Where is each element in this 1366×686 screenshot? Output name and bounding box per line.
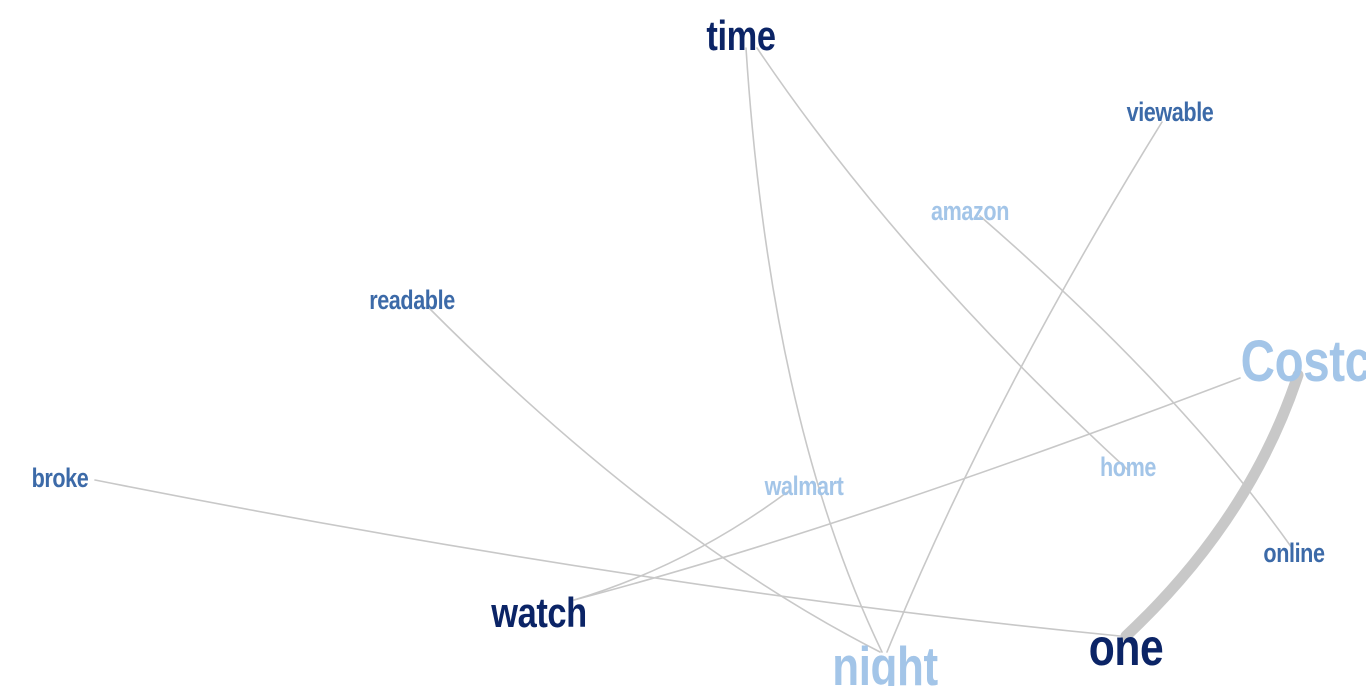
edge-broke-one: [94, 479, 1121, 637]
node-night[interactable]: night: [832, 635, 938, 686]
node-viewable[interactable]: viewable: [1127, 98, 1214, 128]
node-broke[interactable]: broke: [32, 464, 89, 494]
edge-layer: [94, 47, 1304, 653]
edge-viewable-night: [886, 121, 1163, 653]
node-layer: time viewable amazon readableCostco broke wal…: [32, 13, 1366, 686]
node-one[interactable]: one: [1089, 619, 1164, 677]
node-time[interactable]: time: [706, 13, 776, 60]
edge-time-night: [745, 47, 883, 653]
edge-walmart-watch: [573, 489, 791, 601]
node-readable[interactable]: readable: [369, 286, 455, 316]
node-costco[interactable]: Costco: [1241, 330, 1366, 395]
node-watch[interactable]: watch: [490, 590, 587, 637]
edge-time-home: [756, 47, 1129, 471]
edge-amazon-online: [979, 215, 1293, 549]
edge-readable-night: [427, 306, 881, 653]
node-online[interactable]: online: [1263, 539, 1325, 569]
edge-costco-one: [1120, 369, 1304, 642]
node-home[interactable]: home: [1100, 453, 1156, 483]
node-walmart[interactable]: walmart: [764, 472, 844, 502]
node-amazon[interactable]: amazon: [931, 197, 1009, 227]
edge-costco-watch: [573, 377, 1241, 601]
